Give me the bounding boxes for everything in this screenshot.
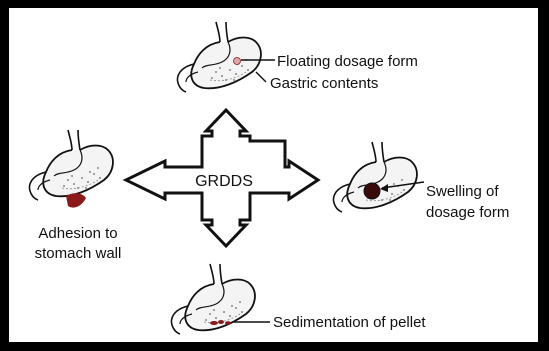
center-label: GRDDS: [195, 173, 253, 190]
stomach-icon: [177, 22, 260, 92]
right-label-line2: dosage form: [426, 204, 509, 221]
floating-dosage-dot: [234, 58, 241, 65]
adhesion-patch: [66, 193, 86, 207]
left-label-line2: stomach wall: [35, 245, 122, 262]
swollen-dosage-form: [364, 183, 380, 199]
right-label-line1: Swelling of: [426, 183, 499, 200]
stomach-icon: [29, 130, 112, 200]
pointer-line: [256, 72, 266, 82]
left-label-line1: Adhesion to: [38, 225, 117, 242]
top-label-gastric: Gastric contents: [270, 75, 378, 92]
stomach-icon: [333, 142, 416, 212]
top-label-floating: Floating dosage form: [277, 53, 418, 70]
bottom-label: Sedimentation of pellet: [273, 314, 426, 331]
